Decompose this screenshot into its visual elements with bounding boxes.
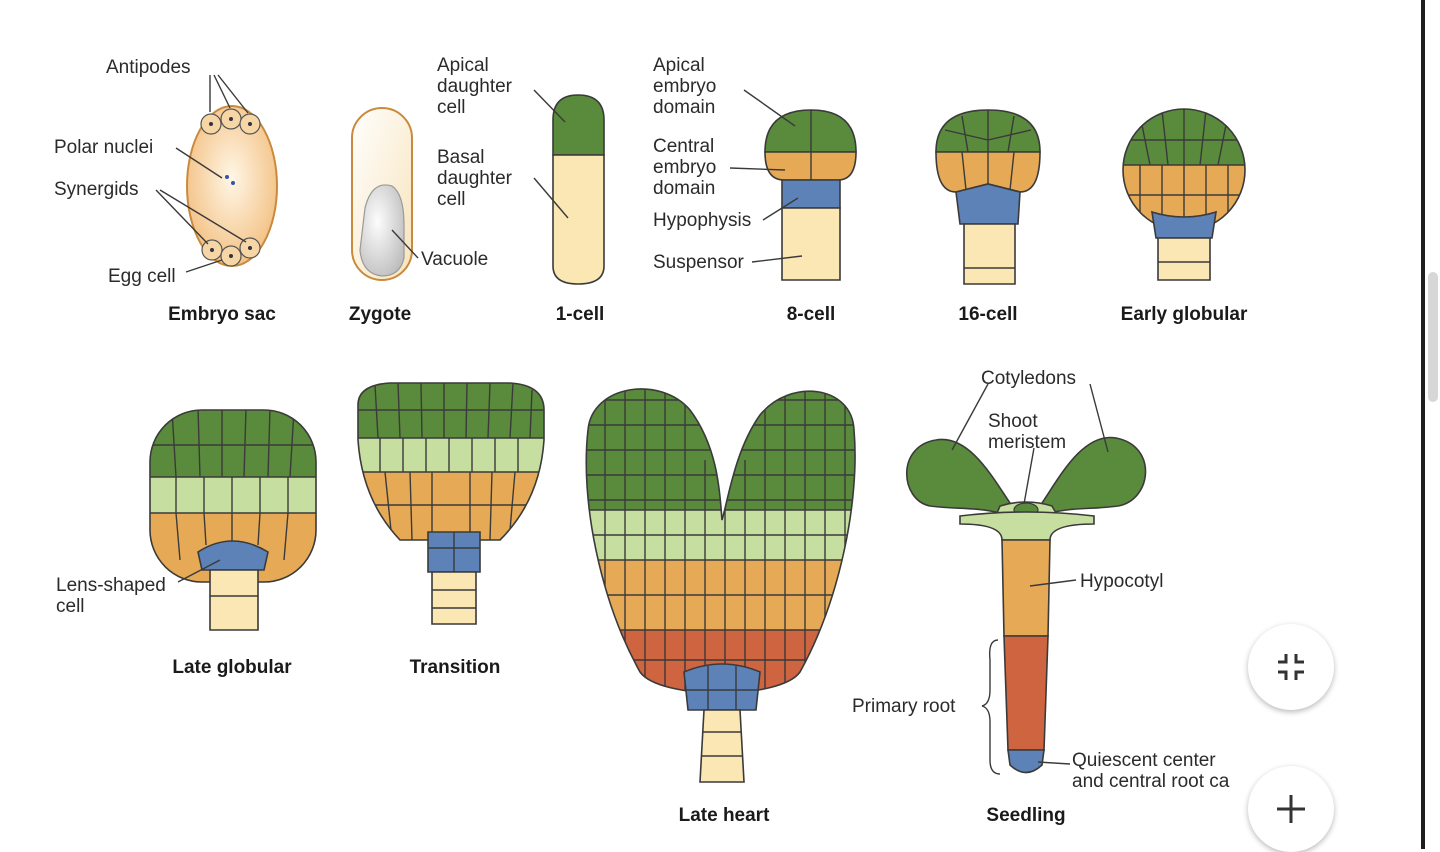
primary-root-label: Primary root (852, 696, 956, 717)
polar-nuclei-label: Polar nuclei (54, 137, 153, 158)
seedling-drawing: Cotyledons Shoot meristem Hypocotyl Prim… (852, 368, 1230, 826)
late-heart-drawing: Late heart (585, 388, 856, 826)
stage-title-zygote: Zygote (349, 304, 411, 325)
stage-title-embryo-sac: Embryo sac (168, 304, 276, 325)
zoom-in-button[interactable] (1248, 766, 1334, 852)
embryo-sac-drawing: Antipodes Polar nuclei Synergids Egg cel… (54, 57, 278, 325)
vacuole-label: Vacuole (421, 249, 488, 270)
early-globular-drawing: Early globular (1121, 108, 1248, 325)
stage-title-early-globular: Early globular (1121, 304, 1248, 325)
stage-title-eight-cell: 8-cell (787, 304, 836, 325)
basal-daughter-cell-label: Basal daughter cell (437, 147, 517, 210)
quiescent-center-label: Quiescent center and central root ca (1072, 750, 1230, 792)
stage-title-one-cell: 1-cell (556, 304, 605, 325)
collapse-button[interactable] (1248, 624, 1334, 710)
antipodes-label: Antipodes (106, 57, 191, 78)
stage-title-late-globular: Late globular (172, 657, 292, 678)
egg-cell-label: Egg cell (108, 266, 176, 287)
stage-title-sixteen-cell: 16-cell (958, 304, 1017, 325)
plus-icon (1277, 795, 1305, 823)
lens-shaped-cell-label: Lens-shaped cell (56, 575, 171, 617)
stage-title-transition: Transition (410, 657, 501, 678)
zygote-drawing: Vacuole Zygote (349, 107, 488, 325)
suspensor-label: Suspensor (653, 252, 745, 273)
scrollbar-thumb[interactable] (1428, 272, 1438, 402)
scrollbar-track (1421, 0, 1425, 849)
stage-title-late-heart: Late heart (679, 805, 770, 826)
apical-embryo-domain-label: Apical embryo domain (653, 55, 722, 118)
eight-cell-drawing: Apical embryo domain Central embryo doma… (653, 55, 857, 325)
sixteen-cell-drawing: 16-cell (935, 109, 1041, 325)
hypophysis-label: Hypophysis (653, 210, 751, 231)
transition-drawing: Transition (357, 382, 545, 678)
synergids-label: Synergids (54, 179, 139, 200)
collapse-icon (1278, 654, 1304, 680)
shoot-meristem-label: Shoot meristem (988, 411, 1066, 453)
late-globular-drawing: Lens-shaped cell Late globular (56, 409, 317, 678)
hypocotyl-label: Hypocotyl (1080, 571, 1163, 592)
apical-daughter-cell-label: Apical daughter cell (437, 55, 517, 118)
central-embryo-domain-label: Central embryo domain (653, 136, 722, 199)
stage-title-seedling: Seedling (986, 805, 1065, 826)
one-cell-drawing: Apical daughter cell Basal daughter cell… (437, 55, 605, 325)
cotyledons-label: Cotyledons (981, 368, 1076, 389)
